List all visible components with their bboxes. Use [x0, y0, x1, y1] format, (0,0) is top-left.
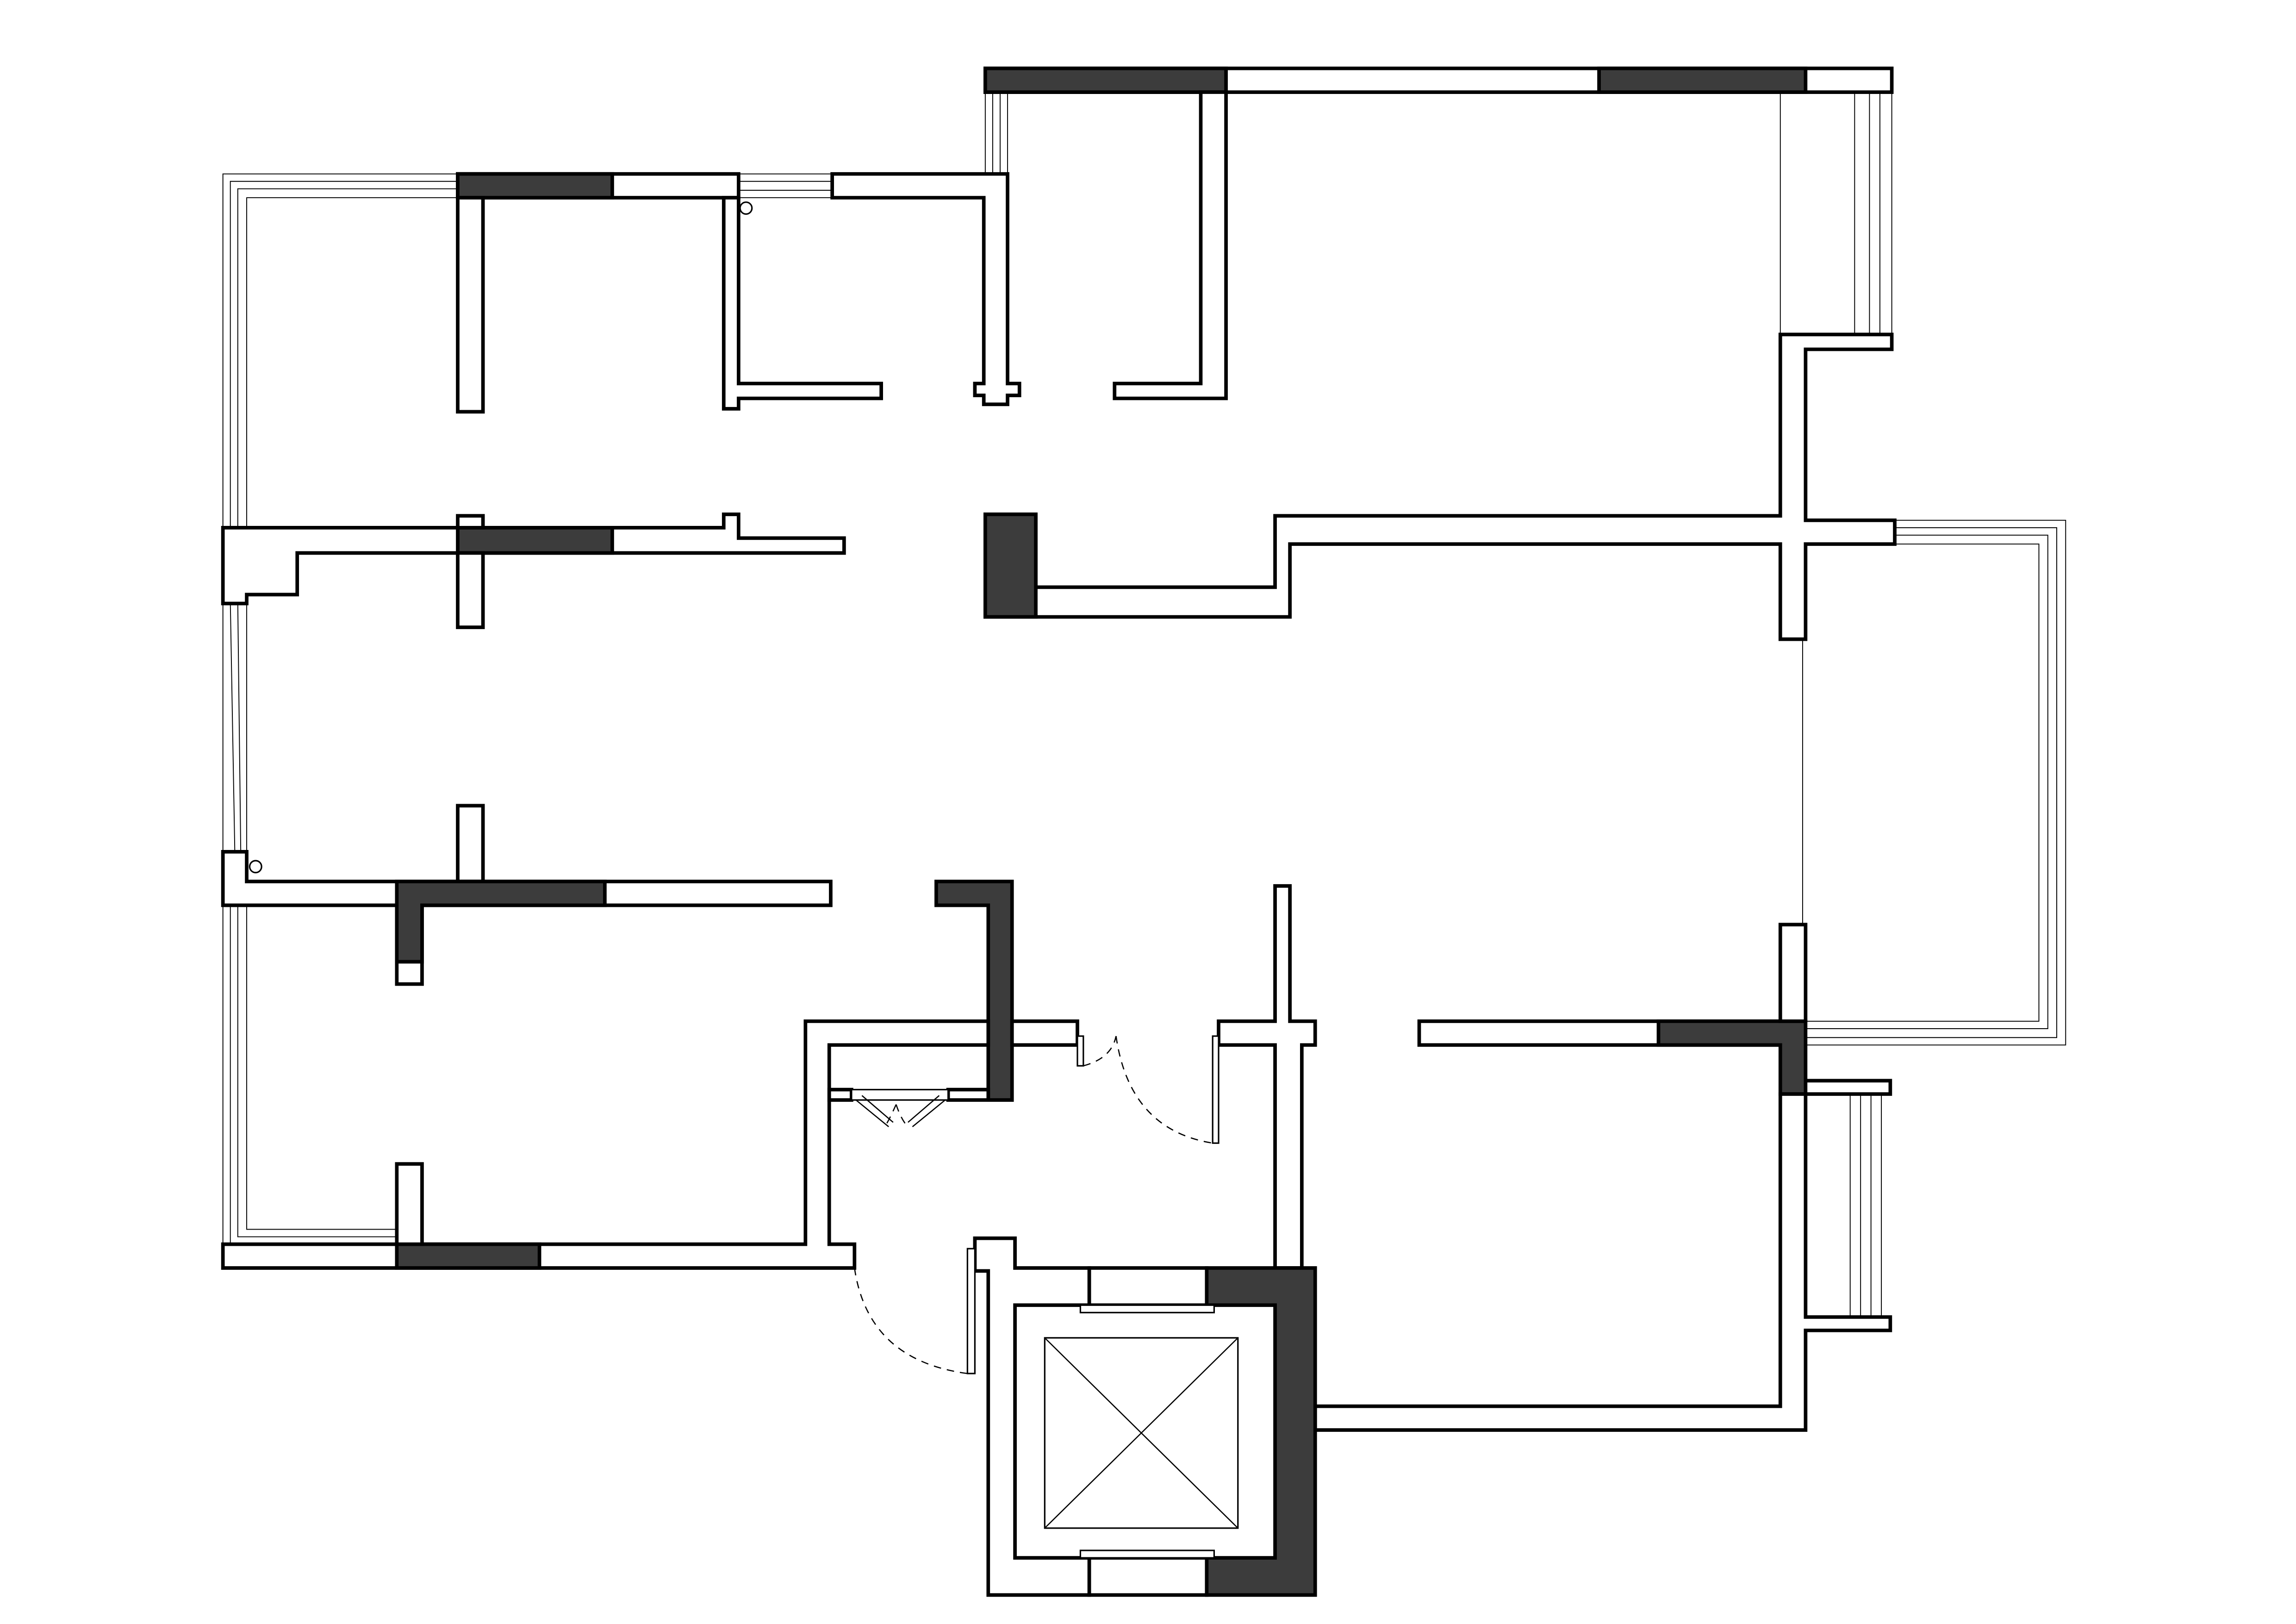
door-hall-left [1076, 1035, 1117, 1067]
entry-door [854, 1248, 976, 1374]
window-top-left-vertical [984, 92, 1008, 174]
pipe-icon [739, 201, 753, 215]
window-top-small [738, 173, 833, 199]
window-left-top [222, 173, 458, 528]
window-right-bottom [1805, 1094, 1882, 1317]
balcony-right [1802, 519, 2066, 1046]
walls [221, 66, 1897, 1432]
folding-door [851, 1089, 949, 1127]
window-left-bottom [222, 905, 397, 1245]
window-right-top [1780, 92, 1892, 335]
window-left-middle [222, 603, 248, 852]
doors [851, 1035, 1220, 1374]
pipe-icon [249, 860, 262, 874]
door-hall-right [1115, 1035, 1220, 1144]
elevator-core [973, 1236, 1317, 1597]
windows [222, 92, 2066, 1317]
